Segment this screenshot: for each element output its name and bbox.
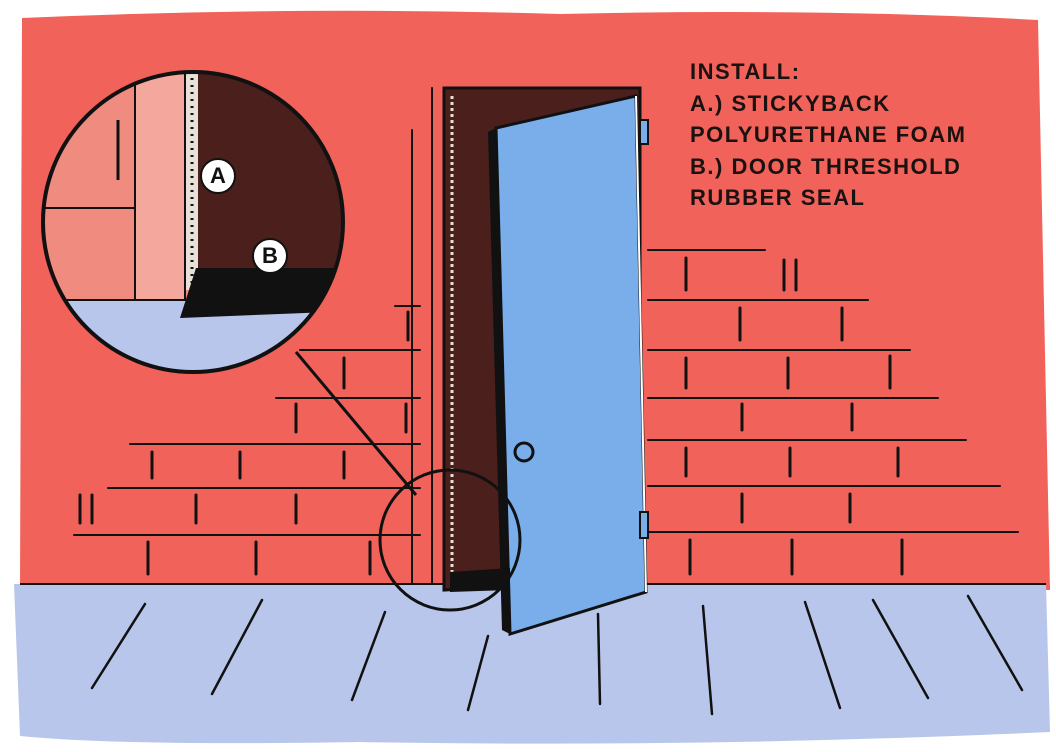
instruction-line-b2: RUBBER SEAL	[690, 185, 866, 210]
detail-marker-circle	[378, 468, 522, 612]
brick-wall	[73, 87, 1019, 585]
instruction-line-a2: POLYURETHANE FOAM	[690, 122, 967, 147]
callout-a: A	[200, 158, 236, 194]
door-knob	[513, 441, 535, 463]
instruction-line-a1: A.) STICKYBACK	[690, 90, 891, 116]
callout-b: B	[252, 238, 288, 274]
instructions-heading: INSTALL:	[690, 59, 801, 84]
floor-planks	[90, 594, 1024, 716]
floor	[14, 584, 1050, 744]
instruction-line-b1: B.) DOOR THRESHOLD	[690, 153, 962, 179]
install-instructions: INSTALL: A.) STICKYBACK POLYURETHANE FOA…	[690, 56, 1050, 214]
magnified-detail-inset	[43, 72, 343, 372]
